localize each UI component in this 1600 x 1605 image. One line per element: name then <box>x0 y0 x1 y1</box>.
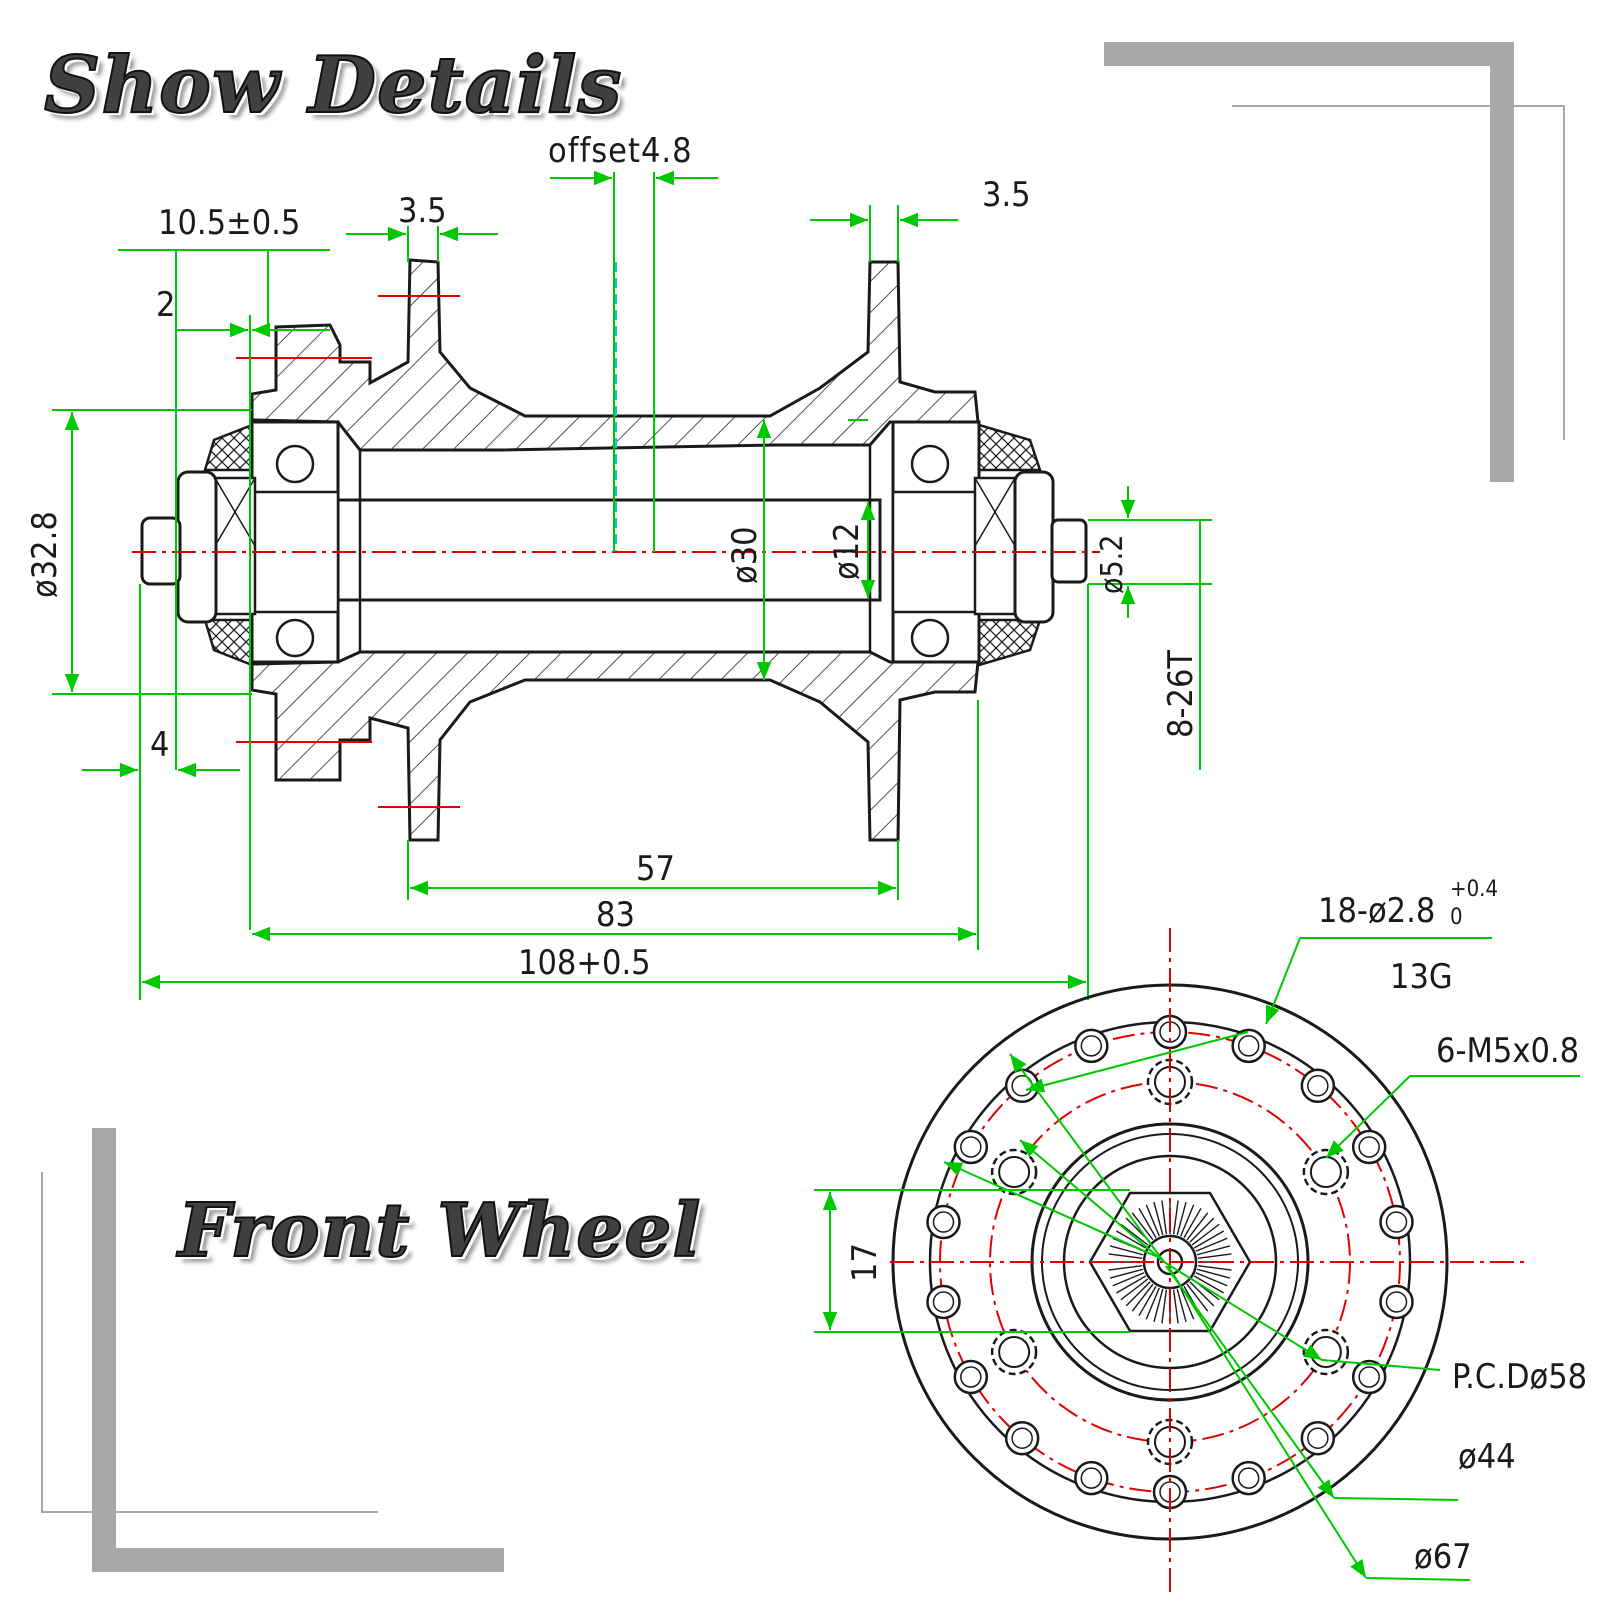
rotor-bolt-hole <box>990 1148 1038 1196</box>
shell-width-label: 83 <box>596 895 635 935</box>
flange-right-label: 3.5 <box>982 175 1031 215</box>
spoke-hole <box>1074 1460 1109 1496</box>
spacer-label: 2 <box>156 285 175 325</box>
pcd-label: P.C.Dø58 <box>1452 1357 1587 1397</box>
shell-dia-label: ø30 <box>725 526 765 584</box>
spoke-hole <box>1231 1028 1266 1064</box>
hub-side-view <box>132 258 1100 842</box>
heading-show-details: Show Details <box>43 39 623 132</box>
axle-dia-label: ø12 <box>827 522 867 580</box>
body-dia-label: ø32.8 <box>25 511 65 598</box>
end-cap-label: 4 <box>150 725 169 765</box>
locknut-left <box>176 470 218 624</box>
rotor-bolt-hole <box>990 1328 1038 1376</box>
dimension-labels: offset4.8 3.5 3.5 10.5±0.5 2 ø32.8 4 ø30… <box>25 131 1587 1577</box>
heading-front-wheel: Front Wheel <box>177 1187 702 1275</box>
flange-span-label: 57 <box>636 849 675 889</box>
spoke-holes-label: 18-ø2.8 <box>1318 891 1435 931</box>
rotor-bolt-hole <box>1302 1148 1350 1196</box>
spoke-hole <box>1379 1204 1414 1240</box>
spoke-hole <box>1074 1028 1109 1064</box>
gauge-label: 13G <box>1390 957 1453 997</box>
spoke-hole <box>1300 1068 1336 1104</box>
side-view-dimensions <box>52 170 1212 1000</box>
tolerance-lower-label: 0 <box>1450 905 1463 930</box>
frame-bracket-bottom-left <box>41 1128 504 1572</box>
offset-label: offset4.8 <box>548 131 693 171</box>
over-locknut-label: 108+0.5 <box>518 943 651 983</box>
flange-dia-label: ø67 <box>1414 1537 1472 1577</box>
cone-left <box>213 476 257 616</box>
cone-right <box>973 476 1017 616</box>
rotor-bolts-label: 6-M5x0.8 <box>1436 1031 1579 1071</box>
spoke-hole <box>1004 1420 1040 1456</box>
spoke-hole <box>953 1129 989 1165</box>
locknut-right <box>1013 470 1055 624</box>
hex-size-label: 17 <box>845 1243 885 1282</box>
frame-bracket-top-right <box>1104 42 1565 482</box>
tolerance-upper-label: +0.4 <box>1450 877 1498 902</box>
spoke-hole <box>953 1359 989 1395</box>
end-view-dimensions <box>814 937 1580 1581</box>
locknut-label: 10.5±0.5 <box>158 203 300 243</box>
hub-shell-bottom <box>250 650 980 842</box>
bolt-circle-label: ø44 <box>1458 1437 1516 1477</box>
axle <box>328 498 882 602</box>
axle-end-dia-label: ø5.2 <box>1095 535 1130 594</box>
thread-label: 8-26T <box>1161 650 1201 738</box>
spoke-hole <box>926 1204 961 1240</box>
hub-end-view <box>890 928 1530 1592</box>
spoke-hole <box>1300 1420 1336 1456</box>
spoke-hole <box>926 1284 961 1320</box>
spoke-hole <box>1351 1129 1387 1165</box>
spoke-hole <box>1351 1359 1387 1395</box>
flange-left-label: 3.5 <box>398 191 447 231</box>
spoke-hole <box>1379 1284 1414 1320</box>
spoke-hole <box>1231 1460 1266 1496</box>
